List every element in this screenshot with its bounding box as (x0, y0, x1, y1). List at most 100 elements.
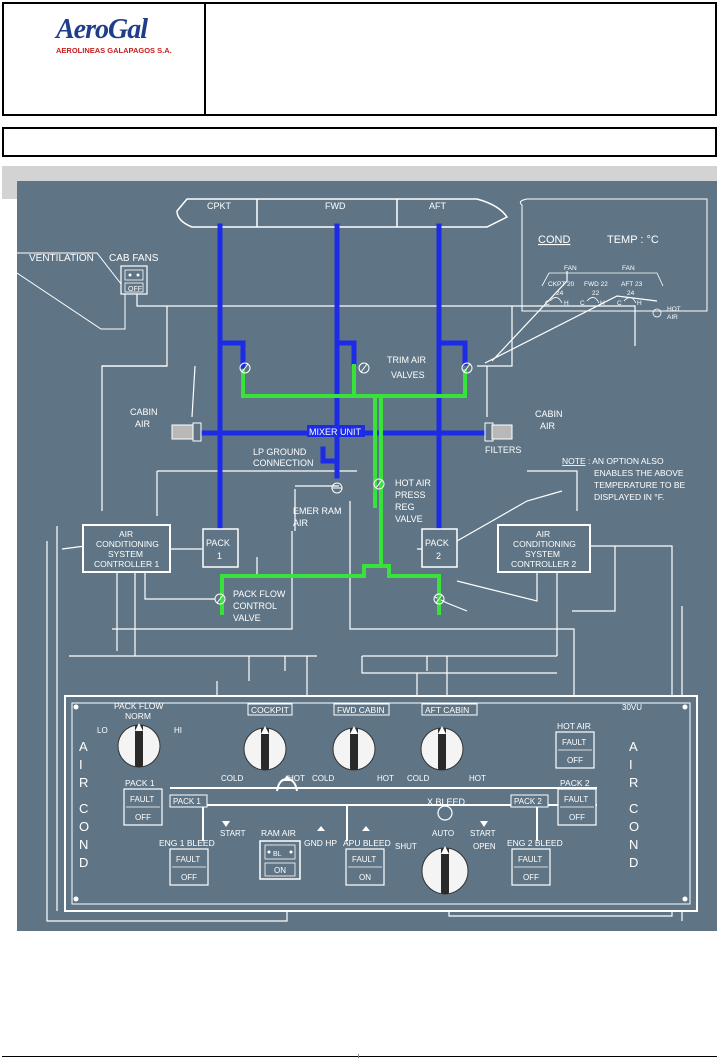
svg-text:R: R (79, 775, 88, 790)
hot-air-pb-label: HOT AIR (557, 721, 591, 731)
svg-text:FAULT: FAULT (562, 738, 586, 747)
eng-2-bleed-pushbutton[interactable]: FAULT OFF (511, 848, 551, 886)
svg-text:PACK 2: PACK 2 (514, 797, 542, 806)
pack-2-label-b: 2 (436, 551, 441, 561)
svg-text:O: O (629, 819, 639, 834)
apu-bleed-arrow (362, 826, 370, 831)
fwd-cabin-temp-label: FWD CABIN (333, 703, 390, 716)
cond-ckpt: CKPT 20 (548, 281, 575, 288)
acsc-1-line-3: SYSTEM (108, 549, 143, 559)
hot-air-label-2: PRESS (395, 490, 426, 500)
footer-divider-tick (358, 1054, 359, 1058)
cond-fwd: FWD 22 (584, 281, 608, 288)
pack-1-label-a: PACK (206, 538, 230, 548)
start-left-label: START (220, 829, 246, 838)
pack-2-pushbutton[interactable]: FAULT OFF (557, 788, 597, 826)
pack-2-box: PACK 2 (421, 528, 458, 568)
hot-air-pushbutton[interactable]: FAULT OFF (555, 731, 595, 769)
start-right-arrow (480, 821, 488, 827)
fwd-cabin-temp-selector[interactable] (332, 726, 376, 771)
pack-flow-control-valves (214, 593, 445, 605)
zone-label-fwd: FWD (325, 201, 346, 211)
filters-label: FILTERS (485, 445, 521, 455)
cond-fan-2: FAN (622, 265, 635, 272)
apu-bleed-pushbutton[interactable]: FAULT ON (345, 848, 385, 886)
svg-text:FWD CABIN: FWD CABIN (337, 705, 385, 715)
pack-1-pb-label: PACK 1 (125, 778, 155, 788)
acsc-2-line-1: AIR (536, 529, 550, 539)
cond-temp-unit: TEMP : °C (607, 234, 659, 246)
pack-flow-label: PACK FLOW (114, 701, 163, 711)
acsc-2-box: AIR CONDITIONING SYSTEM CONTROLLER 2 (497, 524, 591, 573)
eng-1-bleed-label: ENG 1 BLEED (159, 838, 215, 848)
note-line-3: TEMPERATURE TO BE (594, 480, 685, 490)
pack-2-label-a: PACK (425, 538, 449, 548)
ram-air-guarded-pushbutton[interactable]: BL ON (259, 840, 301, 880)
note-line-4: DISPLAYED IN °F. (594, 492, 664, 502)
mixer-unit-box (307, 425, 365, 437)
svg-text:OFF: OFF (135, 813, 151, 822)
air-conditioning-schematic: CPKT FWD AFT VENTILATION CAB FANS OFF (17, 181, 717, 931)
svg-text:ON: ON (359, 873, 371, 882)
lp-ground-label-2: CONNECTION (253, 458, 314, 468)
hot-air-label-4: VALVE (395, 514, 423, 524)
x-bleed-auto: AUTO (432, 829, 454, 838)
acsc-1-line-1: AIR (119, 529, 133, 539)
gnd-hp-arrow (317, 826, 325, 831)
aft-cabin-temp-label: AFT CABIN (421, 703, 478, 716)
svg-text:FAULT: FAULT (176, 855, 200, 864)
svg-text:AFT CABIN: AFT CABIN (425, 705, 469, 715)
trim-air-label-2: VALVES (391, 370, 425, 380)
aft-cabin-temp-selector[interactable] (420, 726, 464, 771)
svg-text:D: D (629, 855, 638, 870)
pack-flow-norm: NORM (125, 711, 151, 721)
svg-text:ON: ON (274, 866, 286, 875)
pack-1-box: PACK 1 (202, 528, 239, 568)
eng-1-bleed-pushbutton[interactable]: FAULT OFF (169, 848, 209, 886)
aft-cabin-hot: HOT (469, 774, 486, 783)
emer-ram-label-1: EMER RAM (293, 506, 342, 516)
svg-text:N: N (629, 837, 638, 852)
cab-fans-switch[interactable]: OFF (120, 265, 148, 295)
svg-text:COCKPIT: COCKPIT (251, 705, 289, 715)
svg-text:OFF: OFF (181, 873, 197, 882)
cond-h-3: H (637, 300, 642, 307)
hot-air-label-3: REG (395, 502, 415, 512)
svg-text:I: I (79, 757, 83, 772)
svg-text:R: R (629, 775, 638, 790)
company-logo-subtitle: AEROLINEAS GALAPAGOS S.A. (56, 46, 172, 55)
emer-ram-air-valve (331, 482, 343, 494)
pack-1-pushbutton[interactable]: FAULT OFF (123, 788, 163, 826)
acsc-2-line-4: CONTROLLER 2 (511, 559, 576, 569)
start-left-arrow (222, 821, 230, 827)
aft-cabin-cold: COLD (407, 774, 429, 783)
svg-text:A: A (629, 739, 638, 754)
svg-text:OFF: OFF (567, 756, 583, 765)
cond-value-1: 24 (556, 290, 564, 297)
gnd-hp-label: GND HP (304, 838, 337, 848)
pack-flow-hi: HI (174, 726, 182, 735)
cockpit-temp-selector[interactable] (243, 726, 287, 771)
pfcv-label-2: CONTROL (233, 601, 277, 611)
note-line-1: : AN OPTION ALSO (588, 456, 664, 466)
x-bleed-selector[interactable] (421, 846, 469, 895)
apu-bleed-label: APU BLEED (343, 838, 391, 848)
acsc-1-line-4: CONTROLLER 1 (94, 559, 159, 569)
trim-air-label-1: TRIM AIR (387, 355, 427, 365)
left-filter (171, 422, 202, 442)
ventilation-outline (17, 252, 126, 330)
svg-text:FAULT: FAULT (352, 855, 376, 864)
svg-text:OFF: OFF (523, 873, 539, 882)
cab-fans-off: OFF (128, 286, 142, 293)
fwd-cabin-hot: HOT (377, 774, 394, 783)
acsc-2-line-2: CONDITIONING (513, 539, 576, 549)
svg-text:C: C (79, 801, 88, 816)
cond-h-1: H (564, 300, 569, 307)
pack-flow-selector[interactable] (117, 723, 161, 768)
zone-label-cpkt: CPKT (207, 201, 232, 211)
cond-ecam-page: COND TEMP : °C FAN FAN CKPT 20 FWD 22 AF… (519, 198, 708, 321)
fuselage-outline (176, 198, 509, 228)
x-bleed-shut: SHUT (395, 842, 417, 851)
svg-text:FAULT: FAULT (130, 795, 154, 804)
hot-air-label-1: HOT AIR (395, 478, 431, 488)
